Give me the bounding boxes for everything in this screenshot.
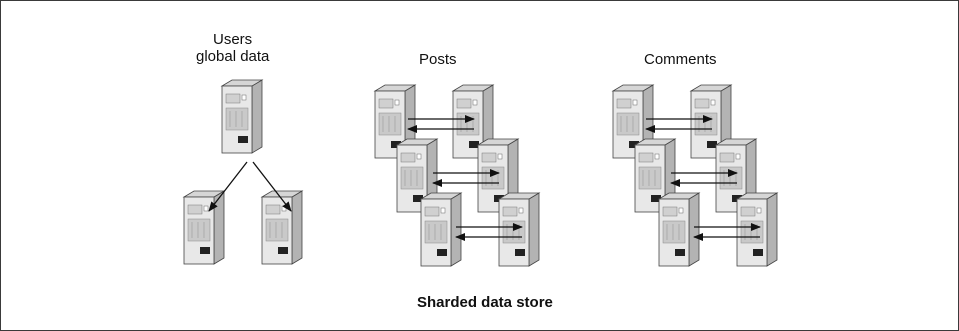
replication-arrow-right xyxy=(252,161,292,212)
sharded-store-caption: Sharded data store xyxy=(417,294,553,311)
users-replica-server-right xyxy=(261,190,303,265)
posts-server-pair-3 xyxy=(420,192,540,267)
replication-arrow-left xyxy=(208,161,248,212)
comments-server-pair-3 xyxy=(658,192,778,267)
posts-label: Posts xyxy=(419,51,457,68)
posts-server-pair-1 xyxy=(374,84,494,159)
comments-server-pair-1 xyxy=(612,84,732,159)
comments-label: Comments xyxy=(644,51,717,68)
posts-server-pair-2 xyxy=(396,138,519,213)
users-label-line1: Users xyxy=(213,31,253,48)
comments-server-pair-2 xyxy=(634,138,757,213)
users-master-server xyxy=(221,79,263,154)
users-label-line2: global data xyxy=(196,48,270,65)
users-replica-server-left xyxy=(183,190,225,265)
